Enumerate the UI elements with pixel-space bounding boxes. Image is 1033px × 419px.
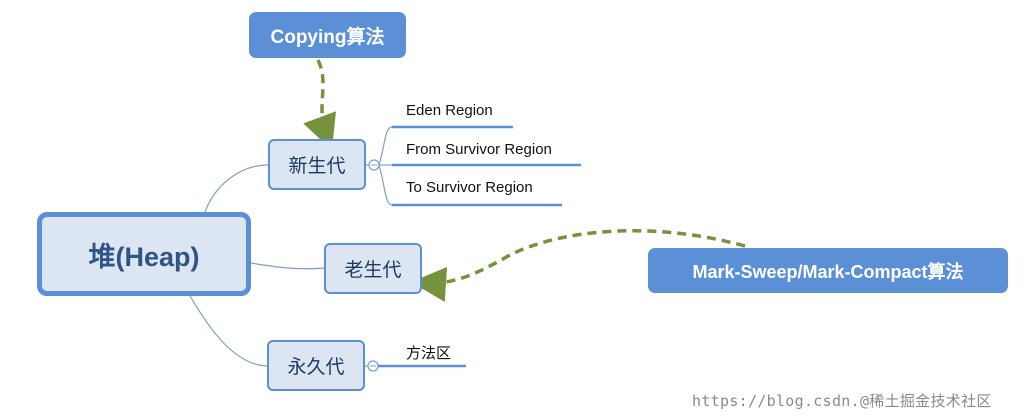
permanent-generation-label: 永久代 xyxy=(287,357,345,378)
connector-root-young xyxy=(204,164,269,213)
connector-root-old xyxy=(250,262,325,270)
callout-mark-label: Mark-Sweep/Mark-Compact算法 xyxy=(692,261,964,282)
leaf-method-area[interactable]: 方法区 xyxy=(406,345,452,362)
watermark: https://blog.csdn.@稀土掘金技术社区 xyxy=(692,392,992,410)
heap-root-node[interactable]: 堆(Heap) xyxy=(37,212,251,296)
callout-copying-label: Copying算法 xyxy=(270,26,385,48)
arrow-mark-to-old xyxy=(411,229,746,302)
young-generation-label: 新生代 xyxy=(288,156,346,177)
permanent-generation-node[interactable]: 永久代 xyxy=(267,340,365,391)
leaf-eden-region[interactable]: Eden Region xyxy=(406,102,493,119)
young-generation-node[interactable]: 新生代 xyxy=(268,139,366,190)
callout-copying-algorithm[interactable]: Copying算法 xyxy=(249,12,406,58)
leaf-to-survivor-region[interactable]: To Survivor Region xyxy=(406,179,533,196)
arrow-copying-to-young xyxy=(303,59,337,151)
old-generation-node[interactable]: 老生代 xyxy=(324,243,422,294)
leaf-from-survivor-region[interactable]: From Survivor Region xyxy=(406,141,552,158)
connector-young-eden xyxy=(378,126,393,166)
heap-root-label: 堆(Heap) xyxy=(88,241,200,272)
connector-young-to xyxy=(378,164,393,206)
callout-mark-sweep-compact[interactable]: Mark-Sweep/Mark-Compact算法 xyxy=(648,248,1008,293)
connector-root-perm xyxy=(189,295,268,367)
old-generation-label: 老生代 xyxy=(344,260,402,281)
